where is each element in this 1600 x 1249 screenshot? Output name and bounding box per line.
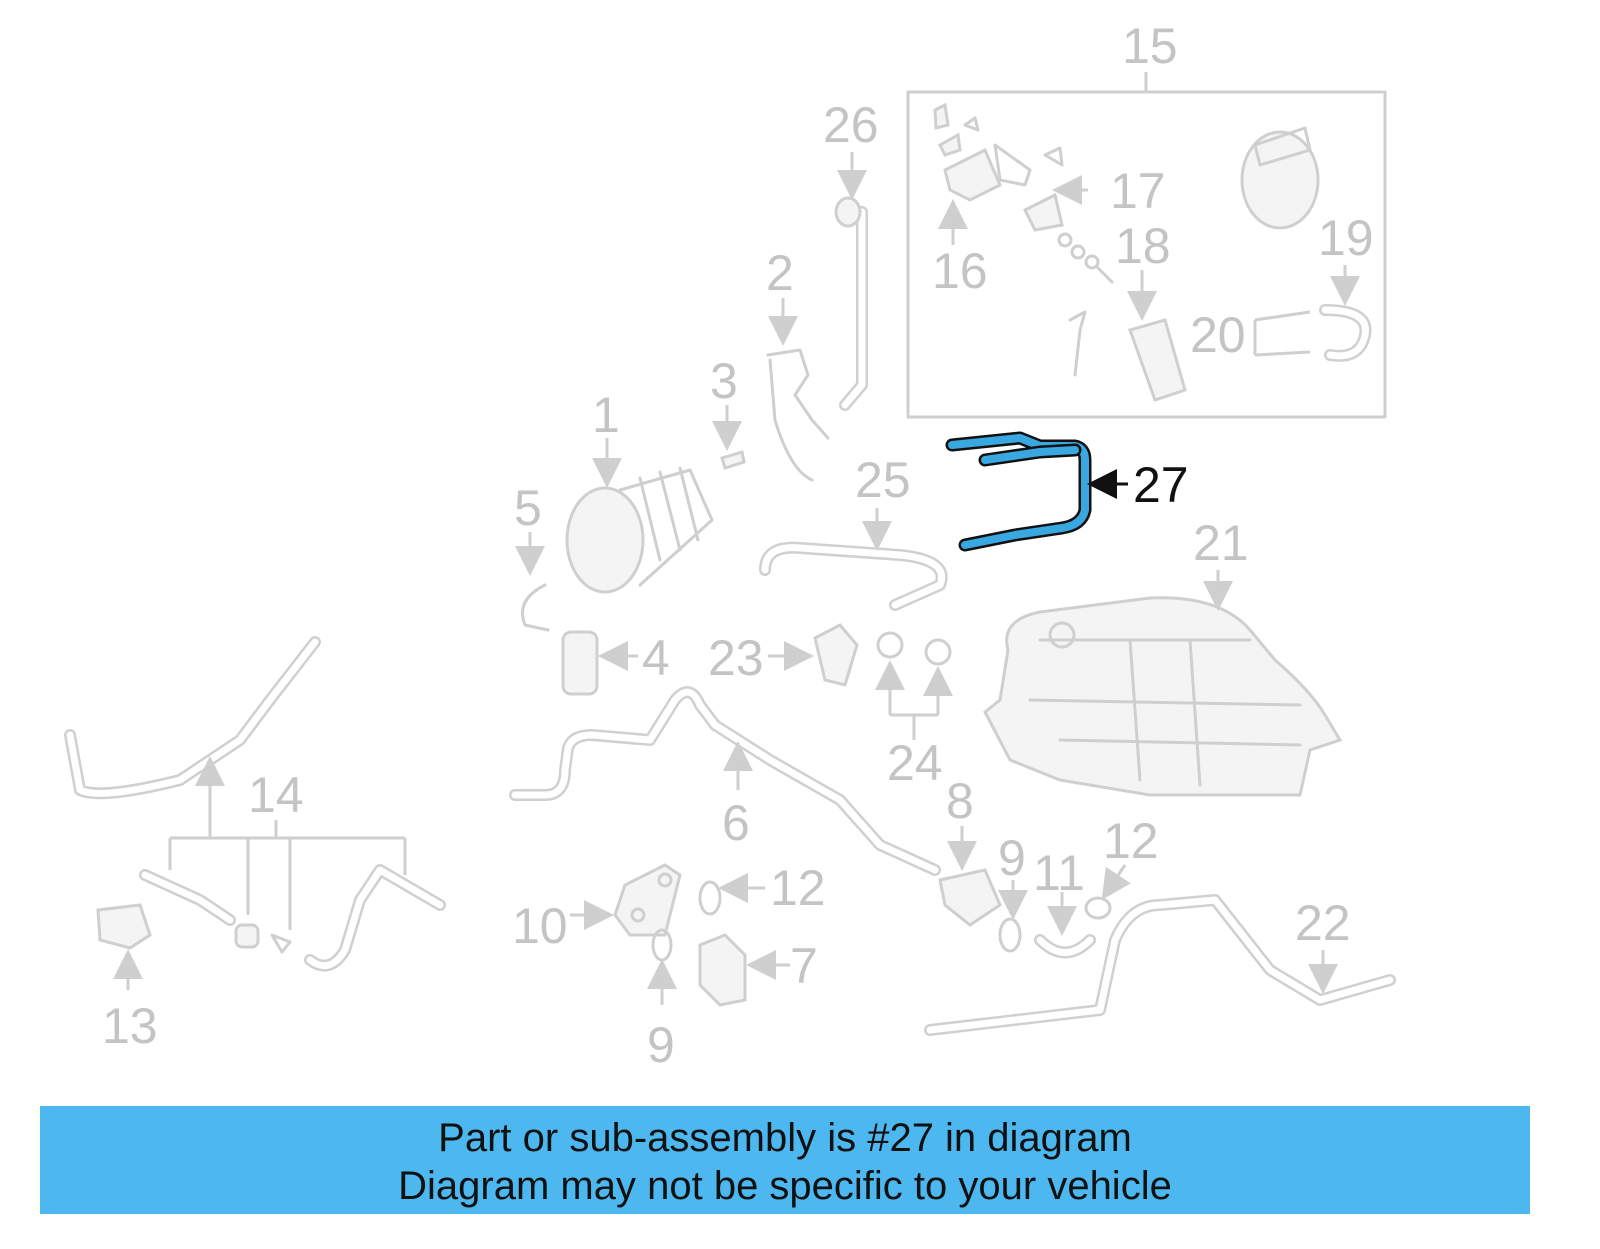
callout-25: 25 <box>855 452 911 508</box>
banner-line-2: Diagram may not be specific to your vehi… <box>398 1164 1172 1208</box>
info-banner: Part or sub-assembly is #27 in diagram D… <box>40 1106 1530 1214</box>
callout-labels: 15 26 17 18 19 16 2 20 3 1 27 25 5 21 4 … <box>102 18 1374 1073</box>
callout-20: 20 <box>1190 307 1246 363</box>
subassembly-15-parts <box>933 102 1372 402</box>
banner-line-1: Part or sub-assembly is #27 in diagram <box>438 1116 1132 1160</box>
part-13-solenoid <box>96 903 152 990</box>
callout-17: 17 <box>1110 163 1166 219</box>
callout-23: 23 <box>708 630 764 686</box>
part-7-valve <box>698 933 790 1007</box>
callout-27: 27 <box>1133 457 1189 513</box>
callout-5: 5 <box>514 480 542 536</box>
part-9-gasket-left <box>647 928 677 1005</box>
part-14-hose-set <box>64 636 446 972</box>
part-24-clamps <box>875 631 953 740</box>
part-25-hose <box>759 508 948 611</box>
part-23-hose-segment <box>768 623 859 687</box>
callout-13: 13 <box>102 998 158 1054</box>
callout-9-left: 9 <box>647 1017 675 1073</box>
callout-21: 21 <box>1193 515 1249 571</box>
callout-6: 6 <box>722 795 750 851</box>
callout-15: 15 <box>1122 18 1178 74</box>
callout-19: 19 <box>1318 210 1374 266</box>
callout-1: 1 <box>592 387 620 443</box>
part-4-mount <box>561 630 638 696</box>
part-12-gasket-left <box>698 873 765 916</box>
part-8-valve <box>938 826 1002 927</box>
callout-12-right: 12 <box>1103 813 1159 869</box>
subassembly-15-box <box>906 72 1387 419</box>
callout-22: 22 <box>1295 895 1351 951</box>
part-12-gasket-right <box>1084 864 1131 920</box>
callout-2: 2 <box>766 245 794 301</box>
callout-14: 14 <box>248 767 304 823</box>
callout-8: 8 <box>946 773 974 829</box>
part-11-hose-elbow <box>1034 892 1096 959</box>
part-6-pipe <box>509 686 941 876</box>
callout-26: 26 <box>823 97 879 153</box>
callout-12-left: 12 <box>770 860 826 916</box>
part-9-gasket-right <box>998 880 1028 953</box>
part-5-clamp <box>515 532 550 632</box>
part-1-air-pump <box>565 438 714 594</box>
part-21-tank <box>983 570 1343 797</box>
part-3-screw <box>712 405 746 470</box>
callout-10: 10 <box>512 898 568 954</box>
part-26-hose <box>834 152 868 411</box>
callout-18: 18 <box>1115 218 1171 274</box>
part-27-harness <box>945 431 1128 552</box>
callout-7: 7 <box>790 938 818 994</box>
callout-11: 11 <box>1033 845 1085 901</box>
callout-4: 4 <box>642 630 670 686</box>
part-22-pipe <box>924 894 1396 1036</box>
callout-24: 24 <box>887 735 943 791</box>
callout-16: 16 <box>932 243 988 299</box>
callout-3: 3 <box>710 353 738 409</box>
callout-9-right: 9 <box>998 830 1026 886</box>
part-2-bracket <box>766 298 830 482</box>
part-10-flange <box>570 863 682 937</box>
